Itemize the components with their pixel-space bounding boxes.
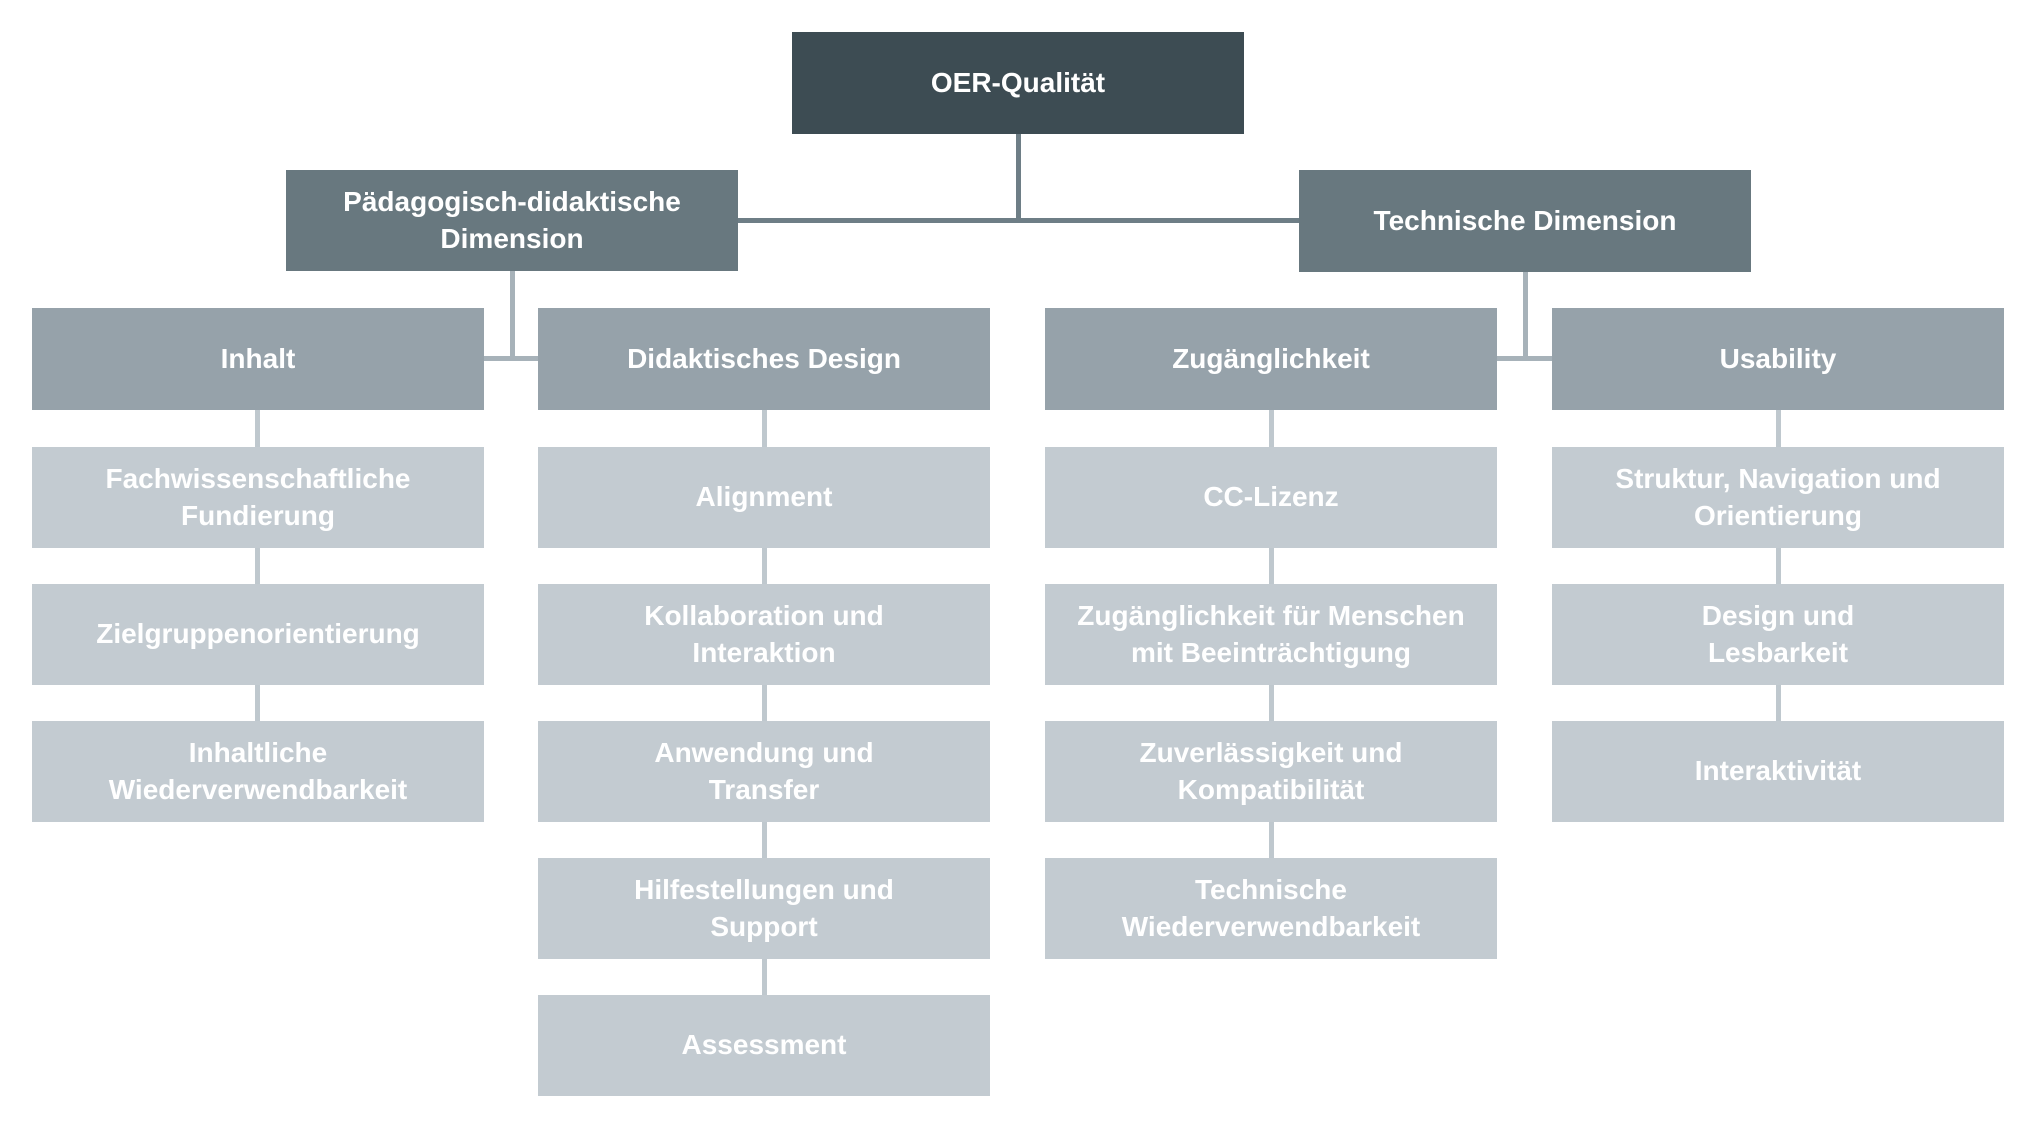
item-box-label: Fachwissenschaftliche Fundierung (105, 462, 411, 531)
item-box-label: Design und Lesbarkeit (1701, 599, 1855, 668)
item-box-label: Zielgruppenorientierung (96, 618, 420, 650)
item-box-label: Assessment (681, 1029, 847, 1061)
category-box-zugaenglichkeit: Zugänglichkeit (1045, 308, 1497, 410)
connector-col3-seg3 (1269, 685, 1274, 721)
item-box-assessment: Assessment (538, 995, 990, 1096)
item-box-label: Struktur, Navigation und Orientierung (1615, 462, 1941, 531)
root-box-oer-qualitaet: OER-Qualität (792, 32, 1244, 134)
item-box-anwendung-und-transfer: Anwendung und Transfer (538, 721, 990, 822)
item-box-interaktivitaet: Interaktivität (1552, 721, 2004, 822)
item-box-struktur-navigation-orientierung: Struktur, Navigation und Orientierung (1552, 447, 2004, 548)
connector-col3-seg4 (1269, 822, 1274, 858)
item-box-label: Zugänglichkeit für Menschen mit Beeinträ… (1077, 599, 1465, 668)
connector-col1-seg3 (255, 685, 260, 721)
item-box-label: Zuverlässigkeit und Kompatibilität (1139, 736, 1403, 805)
connector-col2-seg2 (762, 548, 767, 584)
category-box-label: Usability (1719, 342, 1837, 374)
connector-col3-seg1 (1269, 410, 1274, 447)
item-box-zielgruppenorientierung: Zielgruppenorientierung (32, 584, 484, 685)
connector-col4-seg3 (1776, 685, 1781, 721)
item-box-label: Kollaboration und Interaktion (644, 599, 884, 668)
item-box-label: Alignment (695, 481, 833, 513)
item-box-label: Interaktivität (1694, 755, 1862, 787)
connector-root-vertical (1016, 134, 1021, 222)
item-box-label: Technische Wiederverwendbarkeit (1121, 873, 1421, 942)
connector-col1-seg2 (255, 548, 260, 584)
connector-col4-seg1 (1776, 410, 1781, 447)
connector-paedagogisch-vertical (510, 271, 515, 359)
category-box-label: Inhalt (220, 342, 296, 374)
connector-paedagogisch-arms (484, 356, 538, 361)
item-box-kollaboration-und-interaktion: Kollaboration und Interaktion (538, 584, 990, 685)
item-box-technische-wiederverwendbarkeit: Technische Wiederverwendbarkeit (1045, 858, 1497, 959)
item-box-zuverlaessigkeit-und-kompatibilitaet: Zuverlässigkeit und Kompatibilität (1045, 721, 1497, 822)
dimension-box-technisch: Technische Dimension (1299, 170, 1751, 272)
item-box-label: Hilfestellungen und Support (634, 873, 894, 942)
connector-technisch-arms (1495, 356, 1552, 361)
connector-col2-seg1 (762, 410, 767, 447)
connector-root-horizontal (738, 218, 1299, 223)
item-box-label: Inhaltliche Wiederverwendbarkeit (108, 736, 408, 805)
root-box-label: OER-Qualität (930, 66, 1106, 98)
dimension-box-label: Pädagogisch-didaktische Dimension (343, 185, 681, 254)
item-box-fachwissenschaftliche-fundierung: Fachwissenschaftliche Fundierung (32, 447, 484, 548)
item-box-hilfestellungen-und-support: Hilfestellungen und Support (538, 858, 990, 959)
connector-col3-seg2 (1269, 548, 1274, 584)
item-box-design-und-lesbarkeit: Design und Lesbarkeit (1552, 584, 2004, 685)
connector-col1-seg1 (255, 410, 260, 447)
category-box-inhalt: Inhalt (32, 308, 484, 410)
category-box-label: Zugänglichkeit (1172, 342, 1370, 374)
item-box-label: Anwendung und Transfer (654, 736, 874, 805)
item-box-cc-lizenz: CC-Lizenz (1045, 447, 1497, 548)
category-box-label: Didaktisches Design (627, 342, 901, 374)
dimension-box-paedagogisch-didaktisch: Pädagogisch-didaktische Dimension (286, 170, 738, 271)
connector-col2-seg4 (762, 822, 767, 858)
category-box-usability: Usability (1552, 308, 2004, 410)
connector-col2-seg3 (762, 685, 767, 721)
item-box-zugaenglichkeit-fuer-menschen: Zugänglichkeit für Menschen mit Beeinträ… (1045, 584, 1497, 685)
dimension-box-label: Technische Dimension (1373, 204, 1677, 236)
item-box-alignment: Alignment (538, 447, 990, 548)
item-box-label: CC-Lizenz (1203, 481, 1339, 513)
connector-col2-seg5 (762, 959, 767, 995)
connector-col4-seg2 (1776, 548, 1781, 584)
connector-technisch-vertical (1523, 272, 1528, 359)
category-box-didaktisches-design: Didaktisches Design (538, 308, 990, 410)
item-box-inhaltliche-wiederverwendbarkeit: Inhaltliche Wiederverwendbarkeit (32, 721, 484, 822)
